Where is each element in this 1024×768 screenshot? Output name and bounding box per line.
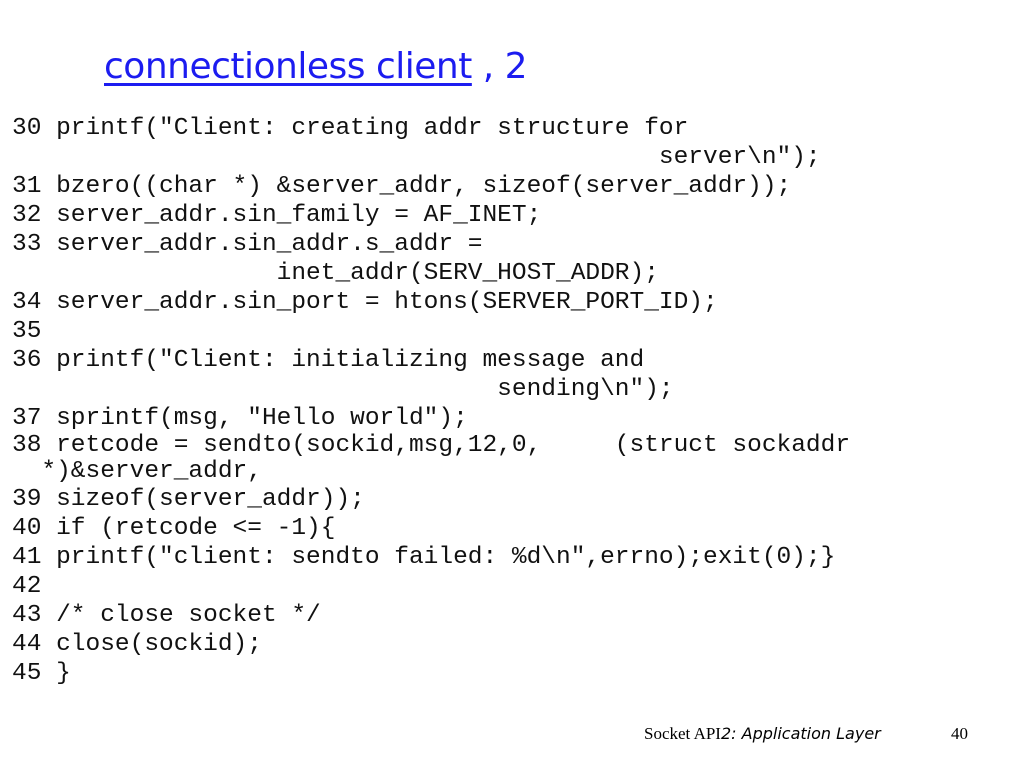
title-suffix: , 2 xyxy=(471,46,528,87)
code-line-38-wrapped: *)&server_addr, xyxy=(12,458,262,485)
code-line-33: 33 server_addr.sin_addr.s_addr = xyxy=(12,231,483,258)
code-line-42: 42 xyxy=(12,573,42,600)
code-line-43: 43 /* close socket */ xyxy=(12,602,321,629)
slide-title: connectionless client , 2 xyxy=(104,40,528,94)
title-link[interactable]: connectionless client xyxy=(104,46,472,87)
code-line-35: 35 xyxy=(12,318,42,345)
code-line-45: 45 } xyxy=(12,660,71,687)
code-line-36: 36 printf("Client: initializing message … xyxy=(12,347,645,374)
code-line-44: 44 close(sockid); xyxy=(12,631,262,658)
code-line-34: 34 server_addr.sin_port = htons(SERVER_P… xyxy=(12,289,718,316)
footer-chapter-label: 2: Application Layer xyxy=(720,724,881,743)
code-line-39: 39 sizeof(server_addr)); xyxy=(12,486,365,513)
code-line-40: 40 if (retcode <= -1){ xyxy=(12,515,336,542)
code-line-36-continued: sending\n"); xyxy=(12,376,674,403)
code-line-41: 41 printf("client: sendto failed: %d\n",… xyxy=(12,544,836,571)
code-listing: 30 printf("Client: creating addr structu… xyxy=(12,114,850,688)
page-number: 40 xyxy=(951,724,968,743)
code-line-38: 38 retcode = sendto(sockid,msg,12,0, (st… xyxy=(12,432,851,459)
code-line-31: 31 bzero((char *) &server_addr, sizeof(s… xyxy=(12,173,792,200)
code-line-33-continued: inet_addr(SERV_HOST_ADDR); xyxy=(12,260,659,287)
code-line-32: 32 server_addr.sin_family = AF_INET; xyxy=(12,202,542,229)
code-line-30: 30 printf("Client: creating addr structu… xyxy=(12,115,689,142)
code-line-37: 37 sprintf(msg, "Hello world"); xyxy=(12,405,468,432)
slide-footer: Socket API2: Application Layer xyxy=(644,722,881,746)
code-line-30-continued: server\n"); xyxy=(12,144,821,171)
footer-course-label: Socket API xyxy=(644,724,721,743)
